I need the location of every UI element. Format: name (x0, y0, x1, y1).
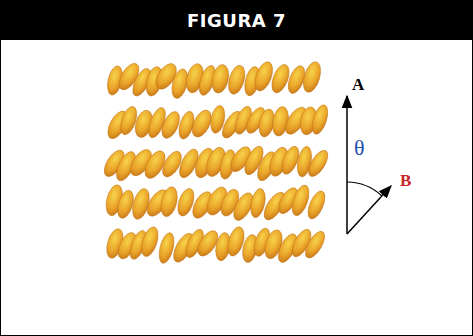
director-label: B (400, 172, 411, 189)
angle-arc (347, 182, 382, 196)
molecule (302, 228, 329, 261)
molecule (226, 64, 248, 97)
molecule (309, 103, 331, 136)
axis-arrow (346, 96, 348, 234)
molecule (305, 147, 332, 179)
molecule (158, 185, 180, 218)
molecule (158, 109, 183, 141)
molecule (210, 63, 231, 95)
figure-title: FIGURA 7 (0, 0, 473, 40)
header-bar (0, 0, 473, 40)
molecule (156, 231, 176, 265)
molecule (300, 60, 324, 94)
director-arrow (347, 186, 391, 234)
molecule (138, 225, 161, 259)
axis-label: A (352, 76, 364, 93)
molecule (305, 189, 329, 222)
molecule-layers (100, 59, 331, 265)
angle-label: θ (354, 137, 365, 159)
